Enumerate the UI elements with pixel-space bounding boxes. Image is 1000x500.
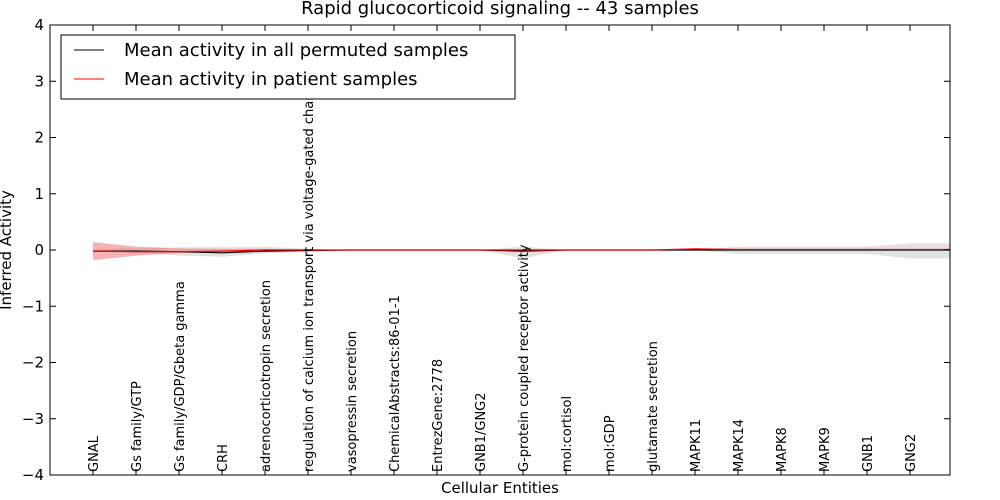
- x-category-label-9: GNB1/GNG2: [474, 392, 489, 472]
- y-tick-label-7: 3: [34, 72, 44, 90]
- x-category-label-2: Gs family/GDP/Gbeta gamma: [173, 281, 188, 472]
- x-category-label-11: mol:cortisol: [560, 396, 575, 472]
- x-category-label-0: GNAL: [87, 435, 102, 472]
- x-category-label-12: mol:GDP: [603, 415, 618, 472]
- y-axis-ticks: −4 −3 −2 −1 0 1 2 3 4: [22, 16, 950, 484]
- y-tick-label-3: −1: [22, 297, 44, 315]
- x-category-label-18: GNB1: [861, 435, 876, 472]
- x-category-label-14: MAPK11: [689, 419, 704, 472]
- y-tick-label-6: 2: [34, 129, 44, 147]
- x-axis-label: Cellular Entities: [441, 479, 559, 497]
- x-category-label-1: Gs family/GTP: [130, 381, 145, 472]
- y-tick-label-0: −4: [22, 466, 44, 484]
- y-tick-label-2: −2: [22, 354, 44, 372]
- x-category-label-19: GNG2: [904, 434, 919, 472]
- x-category-label-16: MAPK8: [775, 427, 790, 472]
- y-tick-label-8: 4: [34, 16, 44, 34]
- chart-title: Rapid glucocorticoid signaling -- 43 sam…: [301, 0, 699, 19]
- x-category-label-4: adrenocorticotropin secretion: [259, 280, 274, 472]
- line-series-1: [92, 248, 950, 253]
- x-category-label-15: MAPK14: [732, 419, 747, 472]
- y-tick-label-4: 0: [34, 241, 44, 259]
- plot-frame: [49, 24, 951, 476]
- legend-box: [60, 34, 516, 100]
- x-category-label-17: MAPK9: [818, 427, 833, 472]
- y-axis-label: Inferred Activity: [0, 190, 15, 310]
- x-category-label-10: G-protein coupled receptor activity: [517, 244, 532, 472]
- x-category-label-8: EntrezGene:2778: [431, 359, 446, 472]
- legend-label-permuted: Mean activity in all permuted samples: [124, 40, 468, 61]
- y-tick-label-1: −3: [22, 410, 44, 428]
- legend-label-patient: Mean activity in patient samples: [124, 69, 418, 90]
- plot-area: [92, 242, 950, 261]
- x-category-label-3: CRH: [216, 444, 231, 472]
- y-tick-label-5: 1: [34, 185, 44, 203]
- x-category-label-7: ChemicalAbstracts:86-01-1: [388, 295, 403, 472]
- x-category-label-6: vasopressin secretion: [345, 331, 360, 472]
- legend: Mean activity in all permuted samples Me…: [60, 34, 516, 100]
- x-category-label-13: glutamate secretion: [646, 341, 661, 472]
- x-category-labels: GNAL Gs family/GTP Gs family/GDP/Gbeta gam…: [87, 25, 919, 475]
- x-category-label-5: regulation of calcium ion transport via …: [302, 73, 317, 472]
